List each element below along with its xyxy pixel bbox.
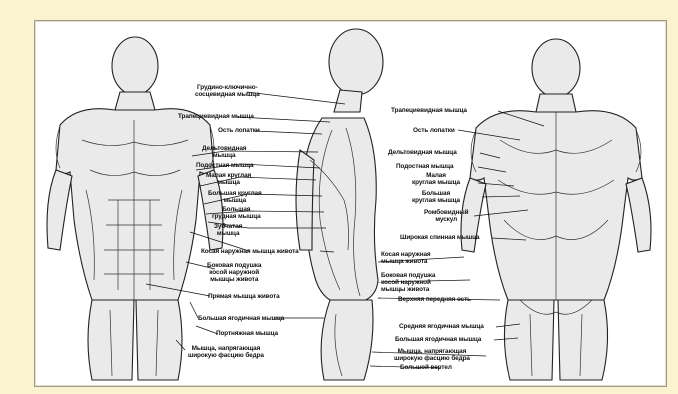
label-gluteus-maximus-back: Большая ягодичная мышца	[395, 336, 481, 343]
label-gluteus-medius: Средняя ягодичная мышца	[399, 323, 484, 330]
label-rectus-abdominis: Прямая мышца живота	[208, 293, 280, 300]
label-sternocleidomastoid: Грудино-ключично- сосцевидная мышца	[195, 84, 260, 98]
side-figure	[296, 29, 383, 380]
label-rhomboid: Ромбовидный мускул	[424, 209, 468, 223]
label-flank-pad-back: Боковая подушка косой наружной мышцы жив…	[381, 272, 435, 293]
label-teres-minor-front: Малая круглая мышца	[206, 172, 251, 186]
label-greater-trochanter: Большой вертел	[400, 364, 452, 371]
label-teres-minor-back: Малая круглая мышца	[412, 172, 460, 186]
label-latissimus-dorsi: Широкая спинная мышца	[400, 234, 480, 241]
label-tensor-fasciae-latae-back: Мышца, напрягающая широкую фасцию бедра	[394, 348, 470, 362]
label-deltoid-front: Дельтовидная мышца	[202, 145, 246, 159]
label-pectoralis-major: Большая грудная мышца	[212, 206, 261, 220]
label-serratus: Зубчатая мышца	[214, 223, 242, 237]
label-flank-pad-front: Боковая подушка косой наружной мышцы жив…	[207, 262, 261, 283]
label-anterior-iliac-spine: Верхняя передняя ость	[398, 296, 471, 303]
label-teres-major-front: Большая круглая мышца	[208, 190, 262, 204]
label-trapezius-back: Трапециевидная мышца	[391, 107, 467, 114]
label-teres-major-back: Большая круглая мышца	[412, 190, 460, 204]
label-gluteus-maximus-front: Большая ягодичная мышца	[198, 315, 284, 322]
label-sartorius: Портняжная мышца	[216, 330, 278, 337]
label-tensor-fasciae-latae-front: Мышца, напрягающая широкую фасцию бедра	[188, 345, 264, 359]
label-infraspinatus-front: Подостная мышца	[196, 162, 253, 169]
label-external-oblique-back: Косая наружная мышца живота	[381, 251, 431, 265]
label-infraspinatus-back: Подостная мышца	[396, 163, 453, 170]
label-deltoid-back: Дельтовидная мышца	[388, 149, 457, 156]
label-spine-of-scapula-back: Ость лопатки	[413, 127, 455, 134]
label-external-oblique-front: Косая наружная мышца живота	[201, 248, 299, 255]
label-spine-of-scapula-middle: Ость лопатки	[218, 127, 260, 134]
label-trapezius-middle: Трапециевидная мышца	[178, 113, 254, 120]
